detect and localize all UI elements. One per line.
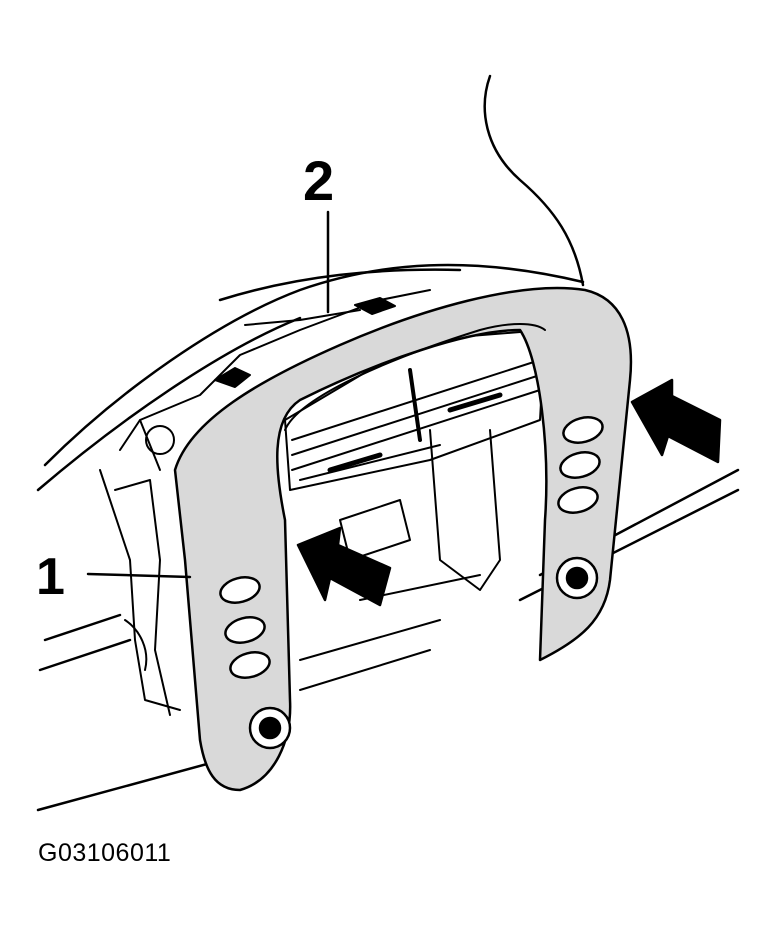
left-bracket: [99, 469, 181, 716]
callout-1: 1: [36, 548, 65, 606]
vent-bezel-frame: [173, 286, 633, 792]
figure-id: G03106011: [38, 839, 172, 867]
upper-right-arrow-icon: [630, 378, 722, 464]
vent-interior: [284, 329, 546, 691]
right-switch-column: [555, 416, 604, 600]
bezel-inner-edge: [284, 323, 546, 431]
leader-line-1: [86, 572, 192, 579]
callout-2: 2: [303, 149, 335, 212]
dashboard-outline: [36, 74, 740, 812]
left-switch-column: [219, 576, 292, 750]
dash-top-trim: [119, 289, 431, 471]
right-arrow-icon: [296, 526, 392, 607]
